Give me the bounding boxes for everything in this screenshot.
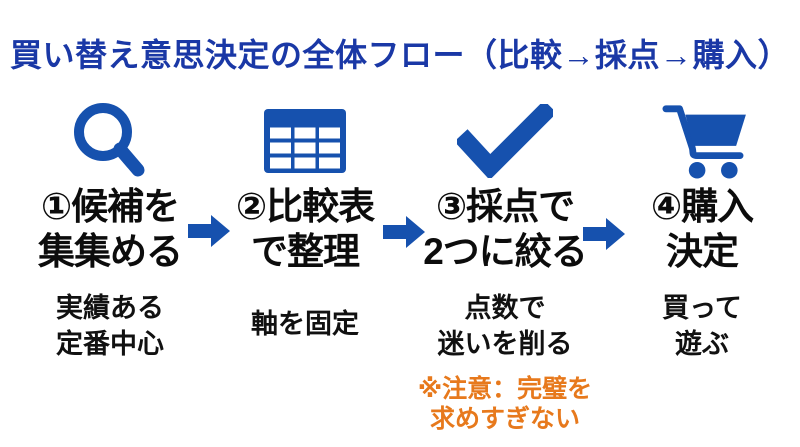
step-1-heading: ①候補を 集集める xyxy=(38,186,183,272)
step-4-purchase-decision: ④購入 決定 買って 遊ぶ xyxy=(610,100,794,362)
step-3-heading: ③採点で 2つに絞る xyxy=(423,186,588,272)
step-3-subtext: 点数で 迷いを削る xyxy=(437,293,573,359)
step-1-subtext: 実績ある 定番中心 xyxy=(56,293,164,359)
step-3-caution-note: ※注意：完璧を 求めすぎない xyxy=(417,375,593,433)
magnifier-icon xyxy=(72,100,148,182)
table-icon xyxy=(264,100,346,182)
step-4-subtext: 買って 遊ぶ xyxy=(662,293,742,359)
step-1-collect-candidates: ①候補を 集集める 実績ある 定番中心 xyxy=(18,100,202,362)
check-icon xyxy=(457,100,553,182)
arrow-right-icon xyxy=(383,216,425,248)
cart-icon xyxy=(658,100,746,182)
arrow-right-icon xyxy=(583,218,625,250)
step-2-subtext: 軸を固定 xyxy=(251,309,359,339)
step-2-comparison-table: ②比較表 で整理 軸を固定 xyxy=(213,100,397,342)
page-title: 買い替え意思決定の全体フロー（比較→採点→購入） xyxy=(9,37,790,73)
arrow-right-icon xyxy=(188,215,230,247)
step-3-score-and-narrow: ③採点で 2つに絞る 点数で 迷いを削る ※注意：完璧を 求めすぎない xyxy=(408,100,602,434)
step-4-heading: ④購入 決定 xyxy=(650,186,754,272)
step-2-heading: ②比較表 で整理 xyxy=(235,186,375,272)
